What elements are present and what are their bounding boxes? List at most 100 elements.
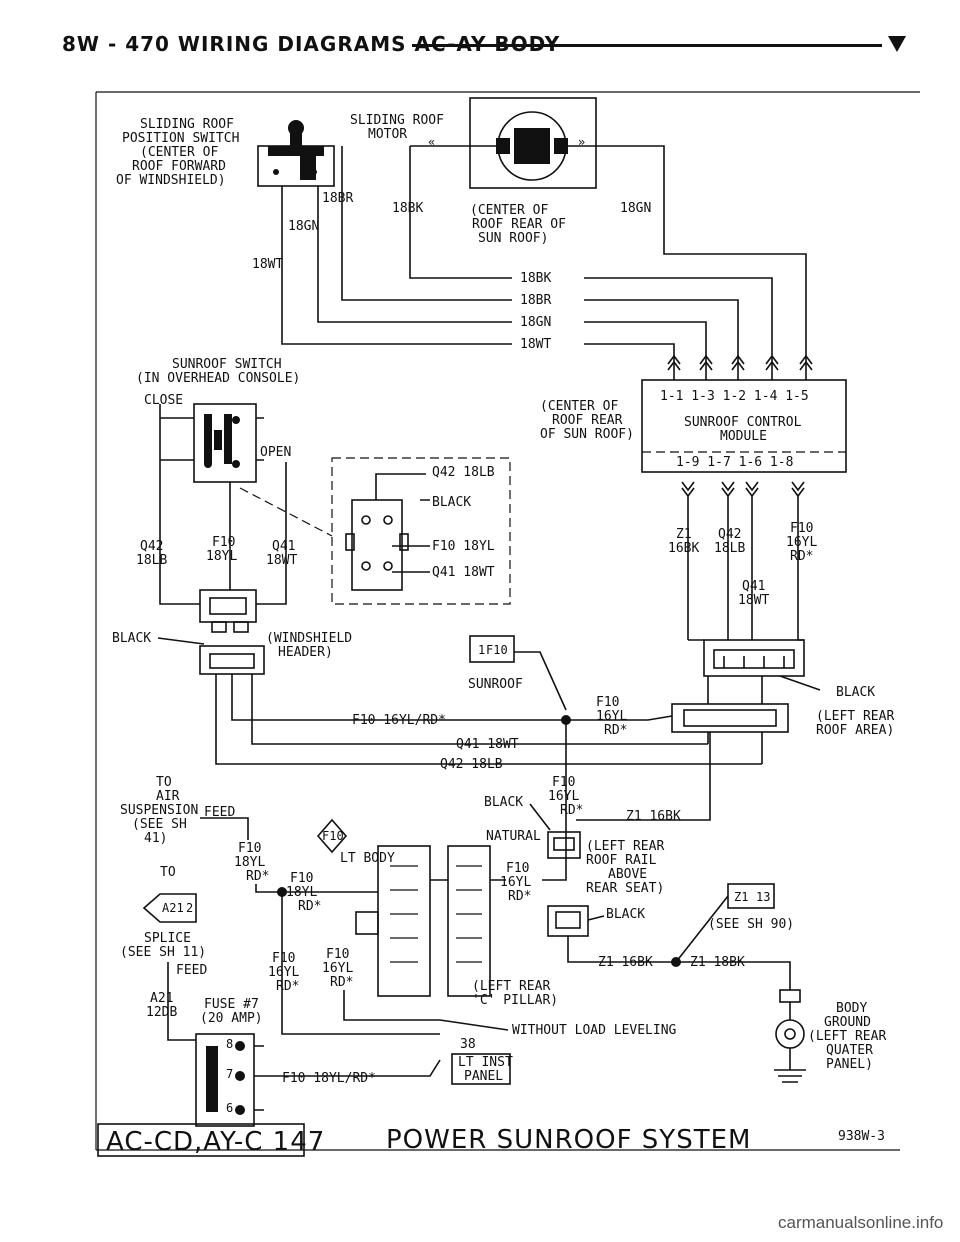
- bus-18br: 18BR: [520, 293, 551, 308]
- module-output-arrows: [681, 481, 805, 498]
- to-label: TO: [160, 865, 176, 880]
- ground-icon: [774, 989, 806, 1083]
- module-location-2: ROOF REAR: [552, 413, 623, 428]
- switch-wire-18gn: 18GN: [288, 219, 319, 234]
- fuse-out-wire: F10 18YL/RD*: [282, 1071, 376, 1086]
- module-name-1: SUNROOF CONTROL: [684, 415, 802, 430]
- z1-18bk-ground: Z1 18BK: [690, 955, 745, 970]
- left-rear-roof-2: ROOF AREA): [816, 723, 894, 738]
- motor-label-2: MOTOR: [368, 127, 407, 142]
- black-rail: BLACK: [484, 795, 523, 810]
- lt-inst-1: LT INST: [458, 1055, 513, 1070]
- drop-16yl: 16YL: [548, 789, 579, 804]
- reference-number: 938W-3: [838, 1129, 885, 1144]
- module-wire-q41: Q41: [742, 579, 765, 594]
- switch-18wt: 18WT: [266, 553, 297, 568]
- lt-body-rd: RD*: [508, 889, 531, 904]
- header-rule: [412, 44, 882, 47]
- inset-q42: Q42 18LB: [432, 465, 495, 480]
- sunroof-switch-label-2: (IN OVERHEAD CONSOLE): [136, 371, 300, 386]
- motor-arrow-right: »: [578, 135, 585, 149]
- splice-label-1: SPLICE: [144, 931, 191, 946]
- see-sh-90: (SEE SH 90): [708, 917, 794, 932]
- module-wire-16bk: 16BK: [668, 541, 699, 556]
- svg-text:F10: F10: [322, 829, 344, 843]
- motor-location-1: (CENTER OF: [470, 203, 548, 218]
- module-wire-z1: Z1: [676, 527, 692, 542]
- rail-label-3: ABOVE: [608, 867, 647, 882]
- a21-connector-tag: A21 2: [142, 893, 197, 923]
- lt-body-connector: [355, 845, 491, 997]
- bus-18bk: 18BK: [520, 271, 551, 286]
- fuse-pin-6: 6: [226, 1101, 233, 1115]
- lt-body-f10-tag: F10: [316, 818, 348, 854]
- pillar-rd: RD*: [330, 975, 353, 990]
- natural-label: NATURAL: [486, 829, 541, 844]
- ground-label-5: PANEL): [826, 1057, 873, 1072]
- ground-label-1: BODY: [836, 1001, 867, 1016]
- left-rear-roof-connector: [671, 703, 789, 733]
- inset-f10: F10 18YL: [432, 539, 495, 554]
- system-title: POWER SUNROOF SYSTEM: [386, 1125, 751, 1155]
- f10-connector-tag: 1 F10: [469, 635, 515, 663]
- svg-text:1: 1: [478, 643, 485, 657]
- rail-black-connector: [547, 905, 589, 937]
- z1-connector-tag: Z1 13: [727, 883, 775, 909]
- fuse-out-f10: F10: [290, 871, 313, 886]
- triangle-marker-icon: [888, 36, 906, 52]
- svg-text:Z1: Z1: [734, 890, 748, 904]
- module-wire-q42: Q42: [718, 527, 741, 542]
- motor-wire-18gn: 18GN: [620, 201, 651, 216]
- windshield-header-1: (WINDSHIELD: [266, 631, 352, 646]
- bus-18wt: 18WT: [520, 337, 551, 352]
- black-connector-1: BLACK: [112, 631, 151, 646]
- ground-label-3: (LEFT REAR: [808, 1029, 886, 1044]
- module-wire-18wt: 18WT: [738, 593, 769, 608]
- fuse-18yl: 18YL: [234, 855, 265, 870]
- module-wire-f10: F10: [790, 521, 813, 536]
- feed-label-1: FEED: [204, 805, 235, 820]
- position-switch-line-1: SLIDING ROOF: [140, 117, 234, 132]
- position-switch-line-4: ROOF FORWARD: [132, 159, 226, 174]
- wire-f10-16yl-rd: F10 16YL/RD*: [352, 713, 446, 728]
- left-rear-rail-connector: [547, 831, 581, 859]
- sunroof-label: SUNROOF: [468, 677, 523, 692]
- fuse-mid-f10: F10: [272, 951, 295, 966]
- lt-body-label: LT BODY: [340, 851, 395, 866]
- fuse-f10: F10: [238, 841, 261, 856]
- switch-18lb: 18LB: [136, 553, 167, 568]
- svg-text:F10: F10: [486, 643, 508, 657]
- switch-wire-18br: 18BR: [322, 191, 353, 206]
- fuse-pin-7: 7: [226, 1067, 233, 1081]
- rail-label-1: (LEFT REAR: [586, 839, 664, 854]
- windshield-header-2: HEADER): [278, 645, 333, 660]
- fuse-mid-16yl: 16YL: [268, 965, 299, 980]
- close-label: CLOSE: [144, 393, 183, 408]
- a21-label: A21: [150, 991, 173, 1006]
- wire-q42-18lb: Q42 18LB: [440, 757, 503, 772]
- splice-rd: RD*: [604, 723, 627, 738]
- left-rear-roof-1: (LEFT REAR: [816, 709, 894, 724]
- fuse-label-2: (20 AMP): [200, 1011, 263, 1026]
- switch-wire-18wt: 18WT: [252, 257, 283, 272]
- module-location-1: (CENTER OF: [540, 399, 618, 414]
- fuse-rd: RD*: [246, 869, 269, 884]
- switch-connector: [199, 589, 257, 633]
- module-harness-connector: [703, 639, 805, 677]
- inset-black: BLACK: [432, 495, 471, 510]
- pillar-f10: F10: [326, 947, 349, 962]
- z1-16bk-ground: Z1 16BK: [598, 955, 653, 970]
- module-bottom-pins: 1-9 1-7 1-6 1-8: [676, 455, 793, 470]
- feed-label-2: FEED: [176, 963, 207, 978]
- to-air-3: SUSPENSION: [120, 803, 198, 818]
- ground-label-4: QUATER: [826, 1043, 873, 1058]
- model-box: [97, 1123, 305, 1157]
- drop-rd: RD*: [560, 803, 583, 818]
- rail-label-4: REAR SEAT): [586, 881, 664, 896]
- windshield-header-connector: [199, 645, 265, 675]
- splice-16yl: 16YL: [596, 709, 627, 724]
- bus-18gn: 18GN: [520, 315, 551, 330]
- rail-label-2: ROOF RAIL: [586, 853, 657, 868]
- open-label: OPEN: [260, 445, 291, 460]
- position-switch-icon: [257, 120, 335, 187]
